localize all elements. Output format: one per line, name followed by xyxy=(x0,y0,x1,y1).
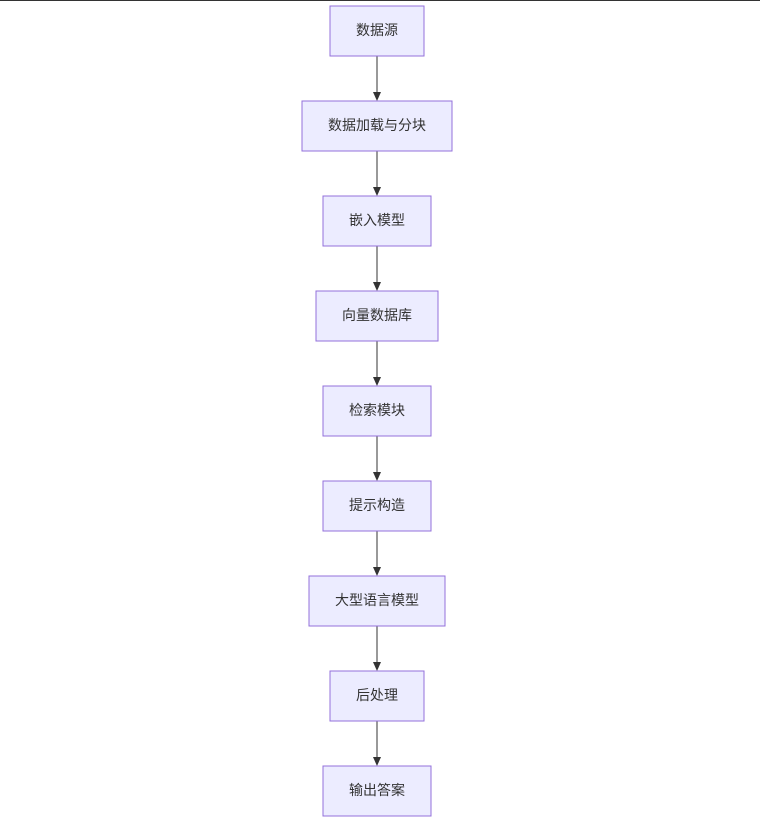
arrowhead-icon xyxy=(373,757,381,766)
arrowhead-icon xyxy=(373,567,381,576)
flow-node-8: 后处理 xyxy=(329,670,425,722)
flow-node-label: 数据源 xyxy=(356,23,398,39)
flow-node-label: 输出答案 xyxy=(349,782,405,799)
flow-node-9: 输出答案 xyxy=(322,765,432,817)
flow-node-box xyxy=(301,100,453,152)
flow-node-label: 检索模块 xyxy=(349,402,405,419)
arrowhead-icon xyxy=(373,662,381,671)
flow-node-box xyxy=(322,765,432,817)
flow-node-label: 大型语言模型 xyxy=(335,593,419,609)
flow-node-box xyxy=(308,575,446,627)
flow-node-7: 大型语言模型 xyxy=(308,575,446,627)
flow-edge-5 xyxy=(373,436,381,481)
flow-node-1: 数据源 xyxy=(329,5,425,57)
flow-edge-4 xyxy=(373,341,381,386)
flow-node-4: 向量数据库 xyxy=(315,290,439,342)
flow-node-box xyxy=(329,670,425,722)
flow-node-label: 数据加载与分块 xyxy=(328,118,426,134)
edges-layer xyxy=(373,56,381,766)
flow-node-box xyxy=(322,385,432,437)
flow-edge-3 xyxy=(373,246,381,291)
flow-node-5: 检索模块 xyxy=(322,385,432,437)
flow-edge-8 xyxy=(373,721,381,766)
flow-edge-7 xyxy=(373,626,381,671)
flow-node-box xyxy=(322,195,432,247)
flow-node-6: 提示构造 xyxy=(322,480,432,532)
flow-node-label: 向量数据库 xyxy=(342,308,412,324)
flow-node-box xyxy=(315,290,439,342)
flow-node-label: 嵌入模型 xyxy=(349,213,405,229)
flow-node-box xyxy=(322,480,432,532)
flow-node-3: 嵌入模型 xyxy=(322,195,432,247)
arrowhead-icon xyxy=(373,472,381,481)
flow-edge-2 xyxy=(373,151,381,196)
arrowhead-icon xyxy=(373,92,381,101)
flow-node-2: 数据加载与分块 xyxy=(301,100,453,152)
flow-node-label: 后处理 xyxy=(356,688,398,704)
flow-node-label: 提示构造 xyxy=(349,498,405,514)
arrowhead-icon xyxy=(373,187,381,196)
top-border-line xyxy=(0,0,760,1)
arrowhead-icon xyxy=(373,282,381,291)
arrowhead-icon xyxy=(373,377,381,386)
flow-node-box xyxy=(329,5,425,57)
flow-edge-1 xyxy=(373,56,381,101)
flow-edge-6 xyxy=(373,531,381,576)
